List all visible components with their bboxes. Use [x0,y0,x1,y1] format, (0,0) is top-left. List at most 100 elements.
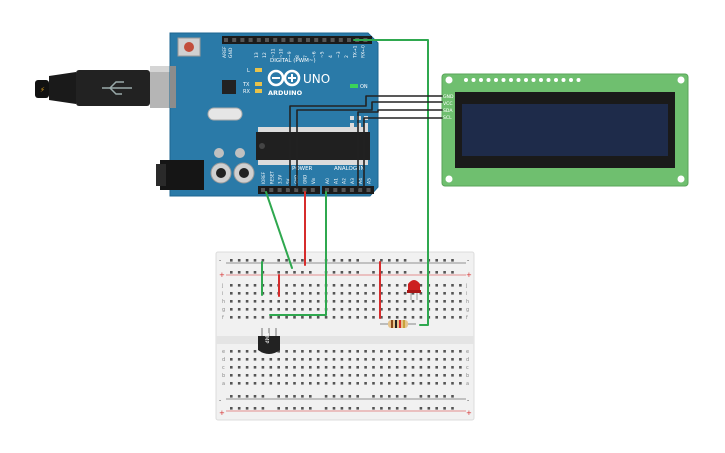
breadboard-hole[interactable] [285,382,288,385]
breadboard-hole[interactable] [301,407,304,410]
breadboard-hole[interactable] [324,407,328,410]
breadboard-hole[interactable] [380,316,383,319]
breadboard-hole[interactable] [435,350,438,353]
breadboard-hole[interactable] [332,374,336,377]
breadboard-hole[interactable] [237,308,241,311]
breadboard-hole[interactable] [443,308,446,311]
breadboard-hole[interactable] [435,382,438,385]
breadboard-hole[interactable] [301,382,304,385]
breadboard-hole[interactable] [348,271,352,274]
breadboard-hole[interactable] [332,308,336,311]
breadboard-hole[interactable] [245,407,249,410]
breadboard-hole[interactable] [356,382,359,385]
breadboard-hole[interactable] [309,358,312,361]
breadboard-hole[interactable] [388,316,391,319]
breadboard-hole[interactable] [380,407,383,410]
breadboard-hole[interactable] [237,259,241,262]
breadboard-hole[interactable] [451,350,454,353]
breadboard-hole[interactable] [293,358,296,361]
breadboard-hole[interactable] [285,259,288,262]
breadboard-hole[interactable] [324,366,328,369]
breadboard-hole[interactable] [435,292,438,295]
breadboard-hole[interactable] [451,366,454,369]
breadboard-hole[interactable] [245,316,249,319]
breadboard-hole[interactable] [301,271,304,274]
header-pin[interactable] [256,38,261,42]
breadboard-hole[interactable] [316,284,320,287]
breadboard-hole[interactable] [245,271,249,274]
breadboard-hole[interactable] [372,271,375,274]
breadboard-hole[interactable] [245,366,249,369]
breadboard-hole[interactable] [340,358,344,361]
header-pin[interactable] [248,38,253,42]
breadboard-hole[interactable] [364,358,367,361]
breadboard-hole[interactable] [230,316,233,319]
breadboard-hole[interactable] [293,300,296,303]
breadboard-hole[interactable] [459,374,462,377]
breadboard-hole[interactable] [245,284,249,287]
breadboard-hole[interactable] [435,271,438,274]
breadboard-hole[interactable] [451,284,454,287]
breadboard-hole[interactable] [372,407,375,410]
breadboard-hole[interactable] [245,395,249,398]
breadboard-hole[interactable] [459,366,462,369]
breadboard-hole[interactable] [277,382,280,385]
breadboard-hole[interactable] [435,308,438,311]
header-pin[interactable] [277,188,282,192]
header-pin[interactable] [341,188,346,192]
breadboard-hole[interactable] [451,407,454,410]
breadboard-hole[interactable] [372,395,375,398]
breadboard-hole[interactable] [411,300,415,303]
breadboard-hole[interactable] [230,395,233,398]
breadboard-hole[interactable] [395,350,399,353]
breadboard-hole[interactable] [230,366,233,369]
breadboard-hole[interactable] [285,316,288,319]
breadboard-hole[interactable] [427,366,431,369]
breadboard-hole[interactable] [253,374,257,377]
breadboard-hole[interactable] [356,271,359,274]
breadboard-hole[interactable] [261,374,265,377]
header-pin[interactable] [347,38,351,42]
breadboard-hole[interactable] [230,308,233,311]
breadboard-hole[interactable] [253,259,257,262]
wire-gnd-to-breadboard[interactable] [265,191,293,269]
breadboard-hole[interactable] [261,316,265,319]
header-pin[interactable] [285,188,290,192]
breadboard-hole[interactable] [411,292,415,295]
breadboard-hole[interactable] [277,350,280,353]
breadboard-hole[interactable] [340,284,344,287]
breadboard-hole[interactable] [301,366,304,369]
breadboard-hole[interactable] [411,366,415,369]
wire-a0-to-sensor[interactable] [269,191,327,316]
breadboard-hole[interactable] [253,292,257,295]
breadboard-hole[interactable] [411,374,415,377]
breadboard-hole[interactable] [285,292,288,295]
breadboard-hole[interactable] [332,395,336,398]
breadboard-hole[interactable] [293,292,296,295]
breadboard-hole[interactable] [451,271,454,274]
breadboard-hole[interactable] [261,366,265,369]
breadboard-hole[interactable] [309,292,312,295]
wire-lcd-scl[interactable] [363,117,443,189]
header-pin[interactable] [273,38,278,42]
breadboard-hole[interactable] [261,407,265,410]
breadboard-hole[interactable] [253,350,257,353]
breadboard-hole[interactable] [316,374,320,377]
breadboard-hole[interactable] [253,395,257,398]
breadboard-hole[interactable] [388,395,391,398]
breadboard-hole[interactable] [356,292,359,295]
breadboard-hole[interactable] [372,300,375,303]
breadboard-hole[interactable] [388,308,391,311]
breadboard-hole[interactable] [364,284,367,287]
breadboard-hole[interactable] [269,308,273,311]
breadboard-hole[interactable] [403,366,407,369]
breadboard-hole[interactable] [411,358,415,361]
breadboard-hole[interactable] [403,308,407,311]
breadboard-hole[interactable] [443,316,446,319]
breadboard-hole[interactable] [427,374,431,377]
breadboard-hole[interactable] [348,382,352,385]
resistor[interactable] [380,320,416,328]
breadboard-hole[interactable] [395,374,399,377]
breadboard-hole[interactable] [309,366,312,369]
breadboard-hole[interactable] [309,395,312,398]
